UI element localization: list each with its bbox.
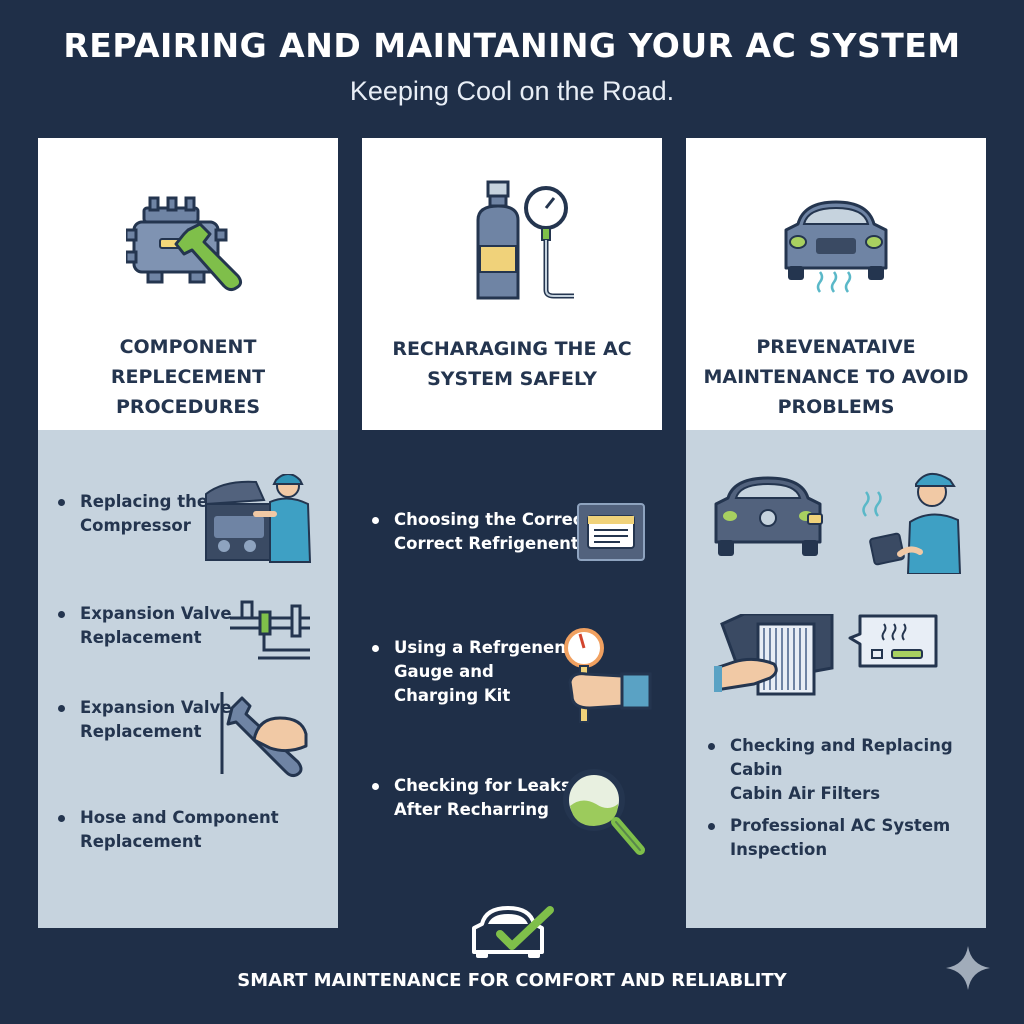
compressor-wrench-icon bbox=[126, 196, 243, 292]
list-item: Replacing the Compressor bbox=[58, 490, 208, 538]
column-3-header-panel: PREVENATAIVE MAINTENANCE TO AVOID PROBLE… bbox=[686, 138, 986, 430]
cabin-filter-icon bbox=[714, 614, 834, 696]
item-label: Expansion Valve Replacement bbox=[80, 604, 232, 647]
page-title: REPAIRING AND MAINTANING YOUR AC SYSTEM bbox=[63, 26, 961, 65]
page-subtitle: Keeping Cool on the Road. bbox=[349, 76, 675, 106]
bullet bbox=[58, 611, 65, 618]
item-label: Using a Refrgenent Gauge and Charging Ki… bbox=[394, 638, 574, 705]
speech-bubble-icon bbox=[848, 614, 938, 668]
list-item: Expansion Valve Replacement bbox=[58, 696, 232, 744]
item-label: Hose and Component Replacement bbox=[80, 808, 279, 851]
mechanic-engine-icon bbox=[205, 474, 312, 563]
magnifier-icon bbox=[563, 769, 645, 855]
column-1-items-panel: Replacing the Compressor Expansion Valve… bbox=[38, 430, 338, 928]
list-item: Expansion Valve Replacement bbox=[58, 602, 232, 650]
item-label: Professional AC System Inspection bbox=[730, 816, 951, 859]
list-item: Checking and Replacing Cabin Cabin Air F… bbox=[708, 734, 986, 806]
hand-wrench-icon bbox=[220, 692, 308, 778]
list-item: Hose and Component Replacement bbox=[58, 806, 279, 854]
hand-gauge-icon bbox=[564, 628, 652, 723]
bullet bbox=[372, 517, 379, 524]
item-label: Choosing the Correct Correct Refrigenent bbox=[394, 510, 591, 553]
bullet bbox=[708, 823, 715, 830]
bullet bbox=[58, 705, 65, 712]
pipe-valve-icon bbox=[230, 600, 310, 660]
column-1-header-panel: COMPONENT REPLECEMENT PROCEDURES bbox=[38, 138, 338, 430]
label-card-icon bbox=[577, 503, 645, 561]
technician-tablet-icon bbox=[862, 473, 962, 574]
footer-tagline: SMART MAINTENANCE FOR COMFORT AND RELIAB… bbox=[237, 970, 787, 991]
refrigerant-can-gauge-icon bbox=[476, 180, 574, 300]
item-label: Checking and Replacing Cabin Cabin Air F… bbox=[730, 736, 953, 803]
column-3-items-panel: Checking and Replacing Cabin Cabin Air F… bbox=[686, 430, 986, 928]
bullet bbox=[58, 499, 65, 506]
car-check-icon bbox=[472, 906, 554, 958]
item-label: Expansion Valve Replacement bbox=[80, 698, 232, 741]
bullet bbox=[372, 783, 379, 790]
bullet bbox=[708, 743, 715, 750]
list-item: Using a Refrgenent Gauge and Charging Ki… bbox=[372, 636, 574, 708]
list-item: Checking for Leaks After Recharring bbox=[372, 774, 571, 822]
car-front-icon bbox=[714, 476, 823, 556]
column-3-heading: PREVENATAIVE MAINTENANCE TO AVOID PROBLE… bbox=[703, 336, 969, 418]
list-item: Choosing the Correct Correct Refrigenent bbox=[372, 508, 590, 556]
column-2-heading: RECHARAGING THE AC SYSTEM SAFELY bbox=[392, 338, 632, 390]
column-1-heading: COMPONENT REPLECEMENT PROCEDURES bbox=[110, 336, 266, 418]
sparkle-icon bbox=[946, 946, 990, 990]
item-label: Checking for Leaks After Recharring bbox=[394, 776, 571, 819]
bullet bbox=[372, 645, 379, 652]
bullet bbox=[58, 815, 65, 822]
item-label: Replacing the Compressor bbox=[80, 492, 209, 535]
column-2-header-panel: RECHARAGING THE AC SYSTEM SAFELY bbox=[362, 138, 662, 430]
list-item: Professional AC System Inspection bbox=[708, 814, 950, 862]
car-cool-air-icon bbox=[784, 200, 888, 293]
